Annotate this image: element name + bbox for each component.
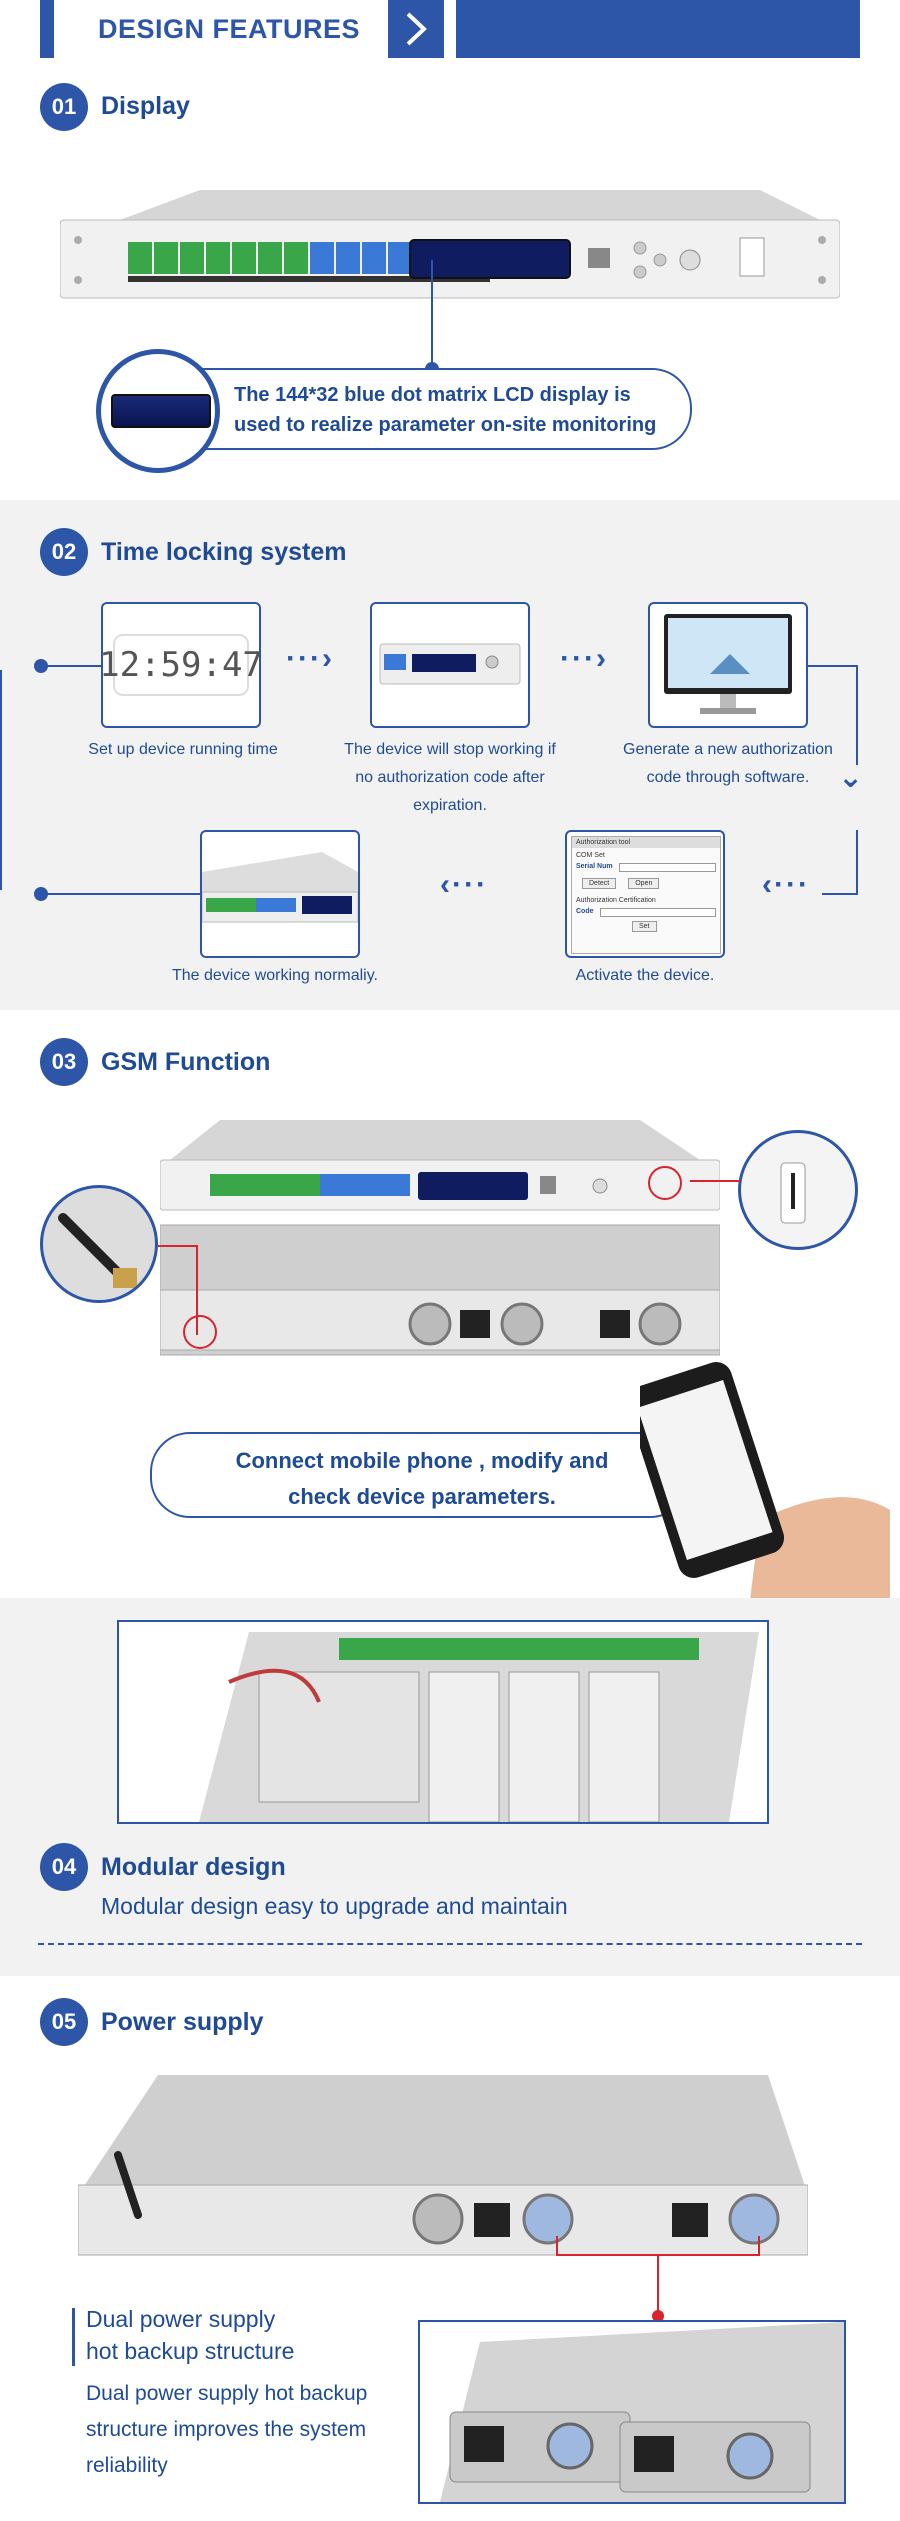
flow-end-dot [34, 887, 48, 901]
dialog-title: Authorization tool [572, 837, 720, 848]
step-device-box [370, 602, 530, 728]
step-caption: no authorization code after [355, 769, 545, 786]
section-title: Display [101, 92, 190, 120]
modular-description: Modular design easy to upgrade and maint… [101, 1893, 568, 1919]
sim-slot-zoom-thumbnail [738, 1130, 858, 1250]
section-number-badge: 02 [40, 528, 88, 576]
code-input[interactable] [599, 908, 716, 917]
power-pointer-dot [652, 2310, 664, 2322]
power-heading-line2: hot backup structure [86, 2338, 295, 2364]
section-title: GSM Function [101, 1048, 271, 1076]
clock-display: 12:59:47 [99, 634, 263, 696]
section-number-badge: 05 [40, 1998, 88, 2046]
step-caption: Activate the device. [575, 967, 715, 984]
flow-arrow-right-icon: ···› [286, 642, 334, 675]
step-caption: Set up device running time [88, 741, 278, 758]
antenna-pointer-line [196, 1245, 198, 1335]
flow-left-rail [0, 670, 2, 890]
dialog-auth-cert: Authorization Certification [576, 897, 656, 904]
power-heading-bar [72, 2308, 75, 2366]
lcd-zoom-thumbnail [96, 349, 220, 473]
lcd-display-image [111, 394, 211, 428]
flow-line [856, 665, 858, 765]
dialog-code-label: Code [576, 908, 594, 915]
flow-arrow-left-icon: ‹··· [762, 868, 810, 901]
device-front-panel [59, 190, 841, 300]
gsm-callout: Connect mobile phone , modify and check … [150, 1432, 690, 1518]
section-title: Power supply [101, 2008, 264, 2036]
step-caption: Generate a new authorization [623, 741, 833, 758]
power-desc-line1: Dual power supply hot backup [86, 2382, 368, 2405]
step-working-device-box [200, 830, 360, 958]
power-desc-line3: reliability [86, 2454, 168, 2477]
step-dialog-box: Authorization tool COM Set Serial Num De… [565, 830, 725, 958]
section-number-badge: 04 [40, 1843, 88, 1891]
callout-connector-line [431, 260, 433, 368]
display-callout: The 144*32 blue dot matrix LCD display i… [160, 368, 692, 450]
section-title: Modular design [101, 1853, 286, 1881]
serial-num-select[interactable] [618, 863, 716, 872]
step-caption: code through software. [646, 769, 810, 786]
step-caption: The device working normaliy. [171, 967, 378, 984]
dialog-com-set: COM Set [576, 852, 605, 859]
power-pointer-line [657, 2254, 659, 2314]
section-number-badge: 03 [40, 1038, 88, 1086]
header-accent-bar [40, 0, 54, 58]
sim-highlight-circle [648, 1166, 682, 1200]
dialog-serial-num-label: Serial Num [576, 863, 613, 870]
step-clock-box: 12:59:47 [99, 602, 263, 728]
section-number-badge: 01 [40, 83, 88, 131]
chevron-right-icon [388, 0, 444, 58]
power-pointer-line [556, 2236, 558, 2256]
open-button[interactable]: Open [628, 878, 660, 889]
header-banner-bar [456, 0, 860, 58]
set-button[interactable]: Set [632, 921, 657, 932]
callout-text-line1: The 144*32 blue dot matrix LCD display i… [234, 384, 631, 406]
section-title: Time locking system [101, 538, 347, 566]
flow-line [40, 893, 200, 895]
step-computer-box [648, 602, 808, 728]
antenna-zoom-thumbnail [40, 1185, 158, 1303]
callout-text-line2: used to realize parameter on-site monito… [234, 414, 657, 436]
flow-line [856, 830, 858, 894]
modular-photo-frame [117, 1620, 769, 1824]
callout-text-line1: Connect mobile phone , modify and [235, 1448, 609, 1473]
step-caption: The device will stop working if [344, 741, 556, 758]
authorization-dialog: Authorization tool COM Set Serial Num De… [571, 836, 721, 954]
power-desc-line2: structure improves the system [86, 2418, 367, 2441]
phone-in-hand-image [625, 1360, 890, 1600]
power-heading-line1: Dual power supply [86, 2306, 276, 2332]
callout-text-line2: check device parameters. [288, 1484, 556, 1509]
time-locking-band [0, 500, 900, 1010]
antenna-highlight-circle [183, 1315, 217, 1349]
page-title: DESIGN FEATURES [98, 14, 361, 44]
flow-line [808, 665, 858, 667]
power-module-photo-frame [418, 2320, 846, 2504]
flow-line [822, 893, 858, 895]
dashed-divider [38, 1943, 862, 1945]
power-device-image [77, 2075, 809, 2265]
flow-arrow-right-icon: ···› [560, 642, 608, 675]
section-header: DESIGN FEATURES [40, 0, 380, 58]
detect-button[interactable]: Detect [582, 878, 617, 889]
flow-line [40, 665, 102, 667]
power-pointer-line [758, 2236, 760, 2256]
gsm-device-image [159, 1120, 721, 1360]
antenna-pointer-line [158, 1245, 198, 1247]
flow-arrow-left-icon: ‹··· [440, 868, 488, 901]
sim-pointer-line [690, 1180, 740, 1182]
step-caption: expiration. [413, 797, 487, 814]
flow-arrow-down-icon: ⌄ [838, 761, 866, 794]
